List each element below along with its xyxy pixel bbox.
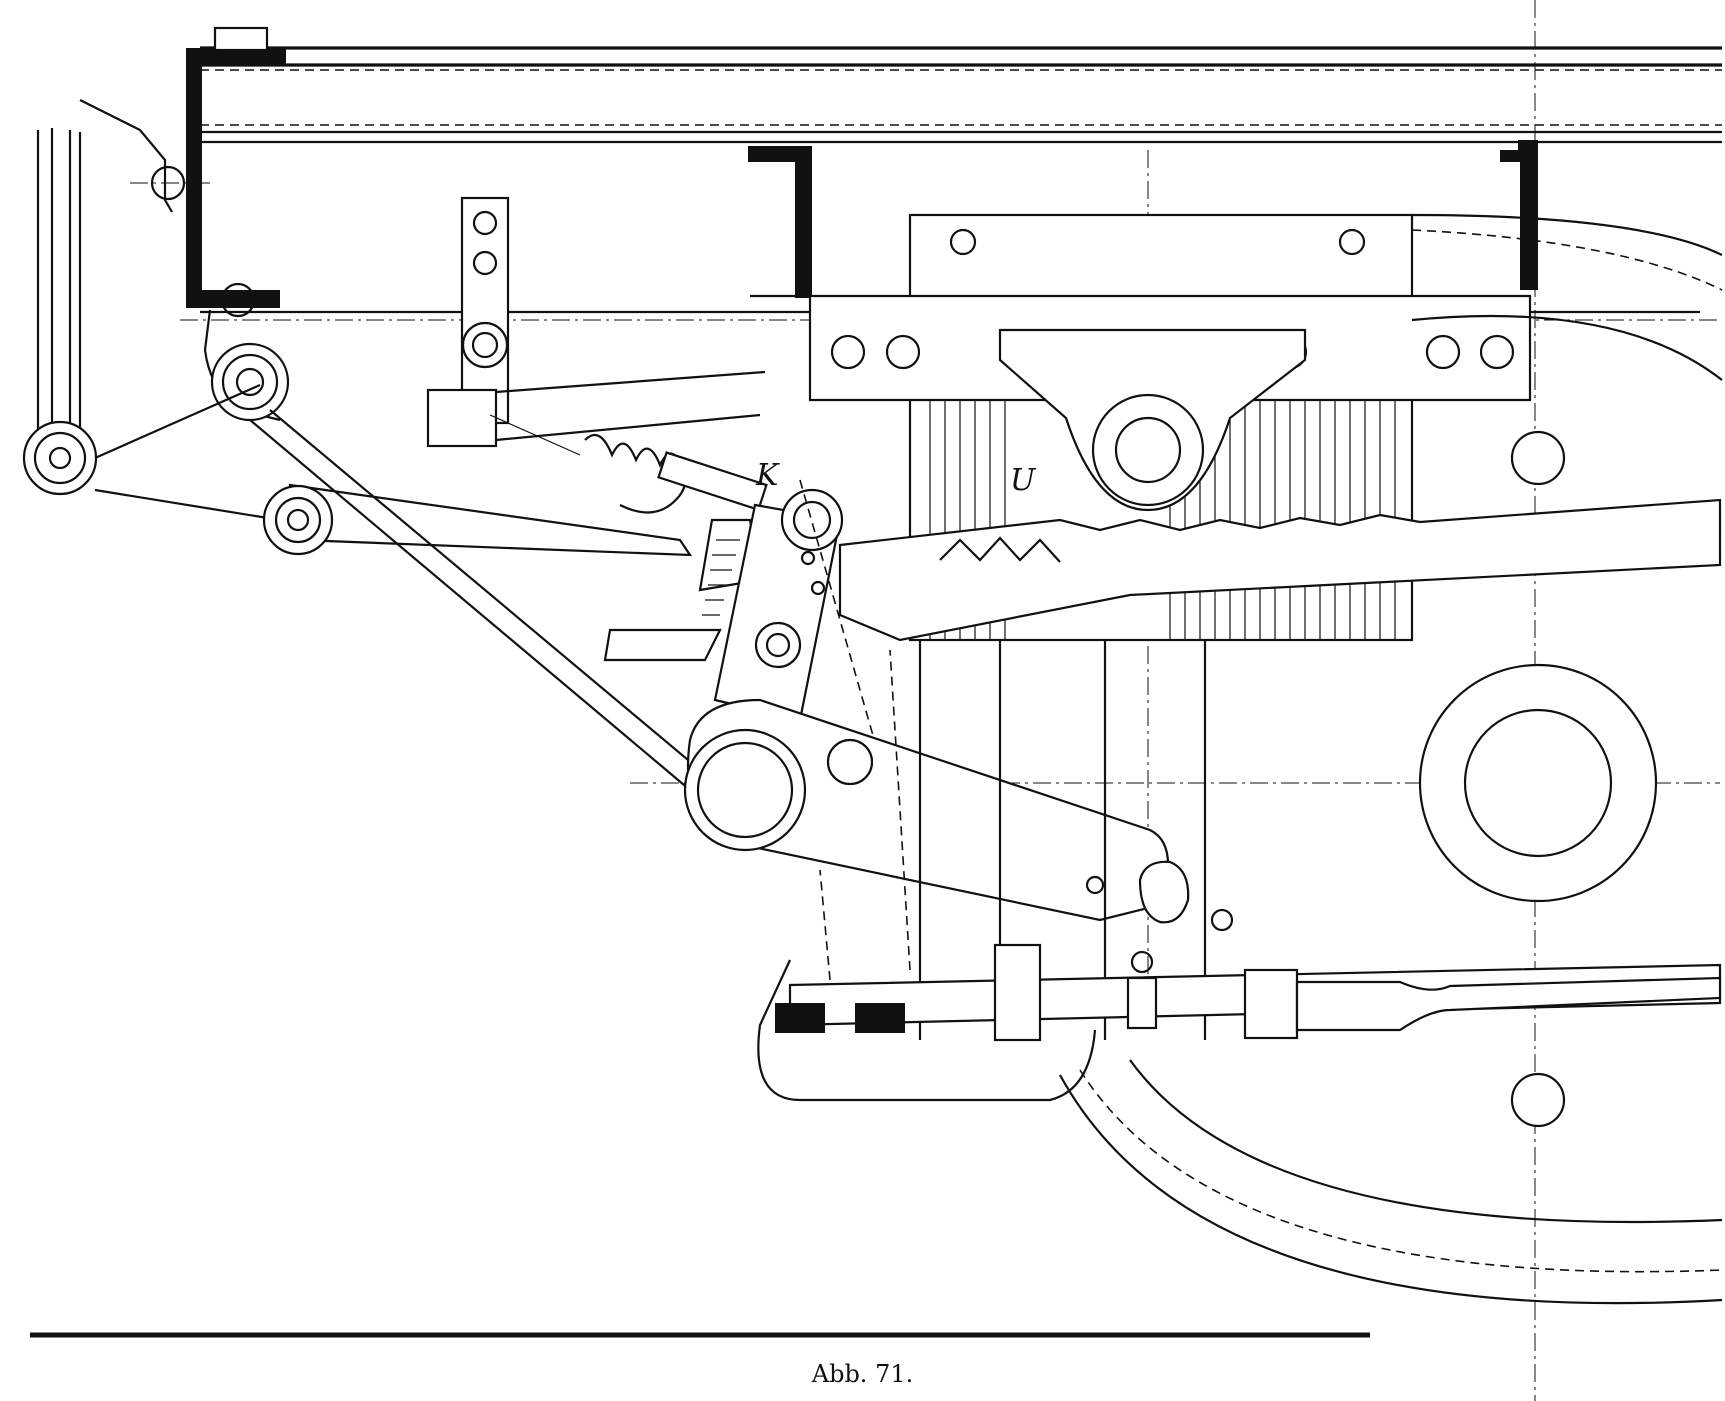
- toothed-sector: [750, 213, 1722, 1040]
- left-hanger: [22, 99, 701, 791]
- fulcrum-plate: [713, 479, 881, 761]
- label-k: K: [755, 458, 780, 493]
- vertical-rod: [426, 196, 766, 448]
- label-u: U: [1010, 463, 1037, 498]
- figure-caption: Abb. 71.: [811, 1360, 914, 1388]
- upper-lever: [262, 483, 693, 557]
- spring-assembly: [489, 414, 768, 662]
- brake-rod: [757, 649, 1722, 1102]
- wheel: [1059, 213, 1723, 1305]
- main-pivot: [683, 698, 1234, 932]
